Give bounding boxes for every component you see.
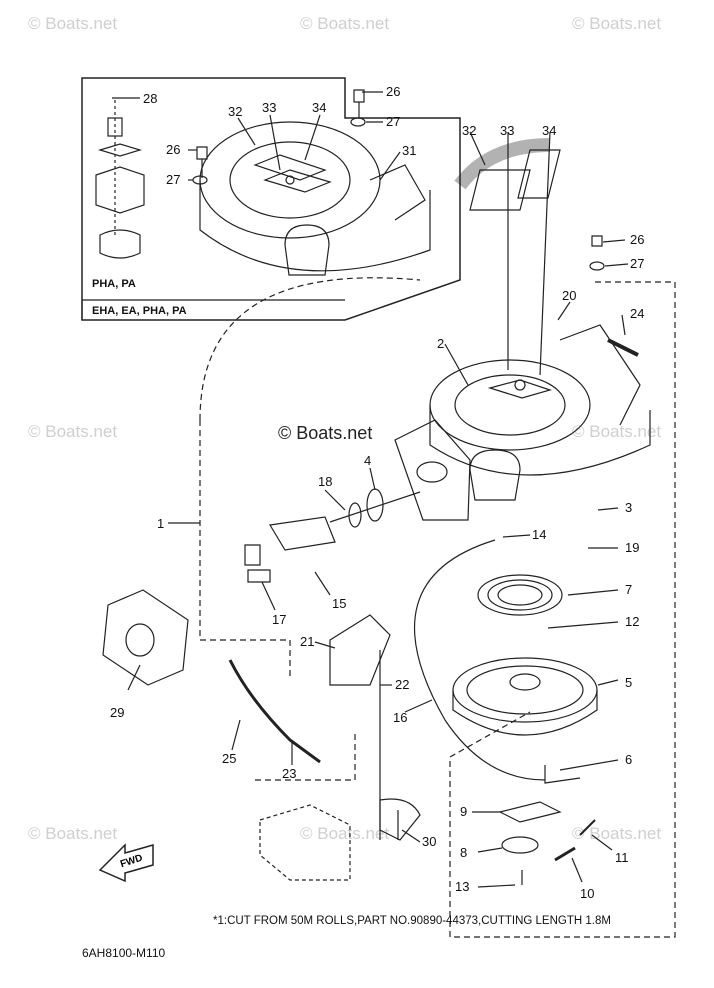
callout-18: 18 xyxy=(318,474,332,489)
callout-4: 4 xyxy=(364,453,371,468)
inset-callout-33: 33 xyxy=(262,100,276,115)
inset-callout-27: 27 xyxy=(386,114,400,129)
inset-callout-27b: 27 xyxy=(166,172,180,187)
callout-27: 27 xyxy=(630,256,644,271)
watermark: © Boats.net xyxy=(572,14,662,33)
diagram-code: 6AH8100-M110 xyxy=(82,946,166,960)
callout-7: 7 xyxy=(625,582,632,597)
fwd-arrow-label: FWD xyxy=(119,853,144,871)
inset-callout-26b: 26 xyxy=(166,142,180,157)
callout-10: 10 xyxy=(580,886,594,901)
callout-2: 2 xyxy=(437,336,444,351)
footnote: *1:CUT FROM 50M ROLLS,PART NO.90890-4437… xyxy=(213,915,611,927)
callout-12: 12 xyxy=(625,614,639,629)
inset-frame xyxy=(81,77,461,321)
watermark: © Boats.net xyxy=(300,14,390,33)
callout-29: 29 xyxy=(110,705,124,720)
callout-22: 22 xyxy=(395,677,409,692)
callout-33: 33 xyxy=(500,123,514,138)
callout-20: 20 xyxy=(562,288,576,303)
callout-24: 24 xyxy=(630,306,644,321)
inset-callout-26: 26 xyxy=(386,84,400,99)
callout-34: 34 xyxy=(542,123,556,138)
callout-9: 9 xyxy=(460,804,467,819)
callout-21: 21 xyxy=(300,634,314,649)
inset-label-pha: PHA, PA xyxy=(92,278,136,290)
callout-30: 30 xyxy=(422,834,436,849)
callout-14: 14 xyxy=(532,527,546,542)
callout-1: 1 xyxy=(157,516,164,531)
watermark: © Boats.net xyxy=(28,422,118,441)
watermark: © Boats.net xyxy=(300,824,390,843)
watermark: © Boats.net xyxy=(572,422,662,441)
watermark: © Boats.net xyxy=(28,824,118,843)
callout-26: 26 xyxy=(630,232,644,247)
callout-11: 11 xyxy=(615,850,629,865)
inset-callout-31: 31 xyxy=(402,143,416,158)
callout-6: 6 xyxy=(625,752,632,767)
inset-label-eha: EHA, EA, PHA, PA xyxy=(92,305,187,317)
inset-callout-28: 28 xyxy=(143,91,157,106)
watermark: © Boats.net xyxy=(28,14,118,33)
inset-callout-32: 32 xyxy=(228,104,242,119)
callout-25: 25 xyxy=(222,751,236,766)
callout-23: 23 xyxy=(282,766,296,781)
callout-17: 17 xyxy=(272,612,286,627)
inset-callout-34: 34 xyxy=(312,100,326,115)
watermark: © Boats.net xyxy=(572,824,662,843)
center-watermark: © Boats.net xyxy=(278,423,373,443)
callout-8: 8 xyxy=(460,845,467,860)
callout-32: 32 xyxy=(462,123,476,138)
callout-15: 15 xyxy=(332,596,346,611)
callout-5: 5 xyxy=(625,675,632,690)
callout-16: 16 xyxy=(393,710,407,725)
callout-3: 3 xyxy=(625,500,632,515)
callout-19: 19 xyxy=(625,540,639,555)
callout-13: 13 xyxy=(455,879,469,894)
